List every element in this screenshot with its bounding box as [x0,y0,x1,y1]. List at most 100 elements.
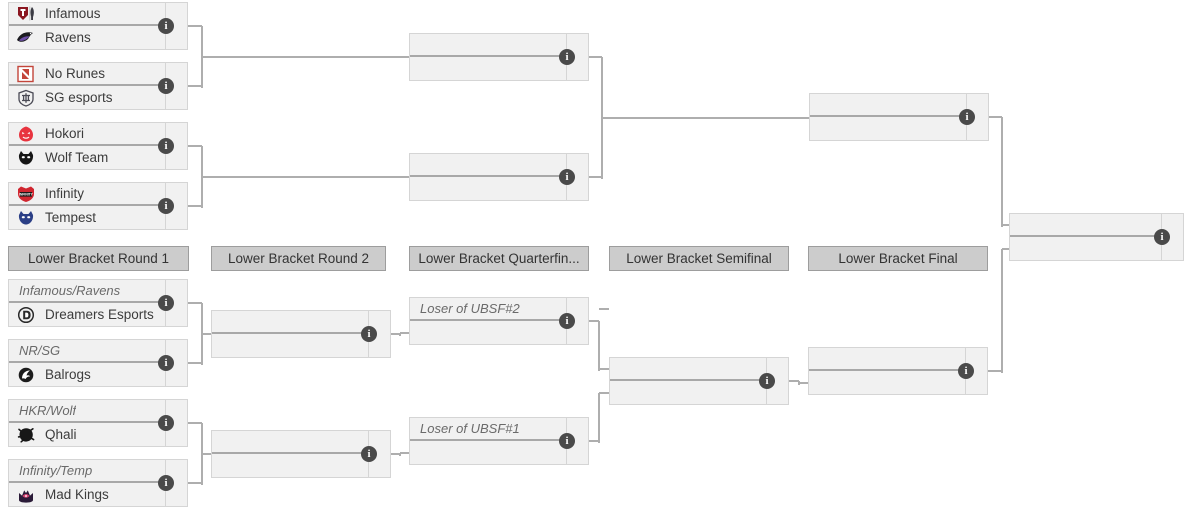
lb-sf-header[interactable]: Lower Bracket Semifinal [609,246,789,271]
match-info-icon[interactable]: i [158,78,174,94]
connector-line [589,320,599,322]
connector-line [789,380,799,382]
match-row-top[interactable]: Loser of UBSF#2 [410,298,566,321]
match-rows: NR/SG Balrogs [9,340,165,386]
wolf-team-logo [15,148,37,168]
match-row-top[interactable] [809,348,965,371]
lb-qf-header[interactable]: Lower Bracket Quarterfin... [409,246,589,271]
match-row-top[interactable]: No Runes [9,63,165,86]
connector-line [589,56,602,58]
match-row-top[interactable] [1010,214,1161,237]
match-info-icon[interactable]: i [559,433,575,449]
match-row-bottom[interactable]: Balrogs [9,363,165,386]
match-info-icon[interactable]: i [361,446,377,462]
match-row-bottom[interactable] [212,334,368,357]
match-row-bottom[interactable] [810,117,966,140]
match-row-bottom[interactable] [410,441,566,464]
match-info-icon[interactable]: i [559,169,575,185]
match-info-icon[interactable]: i [158,198,174,214]
lb-r1-header[interactable]: Lower Bracket Round 1 [8,246,189,271]
lb-f-header[interactable]: Lower Bracket Final [808,246,988,271]
connector-line [399,333,401,336]
match-row-bottom[interactable]: Ravens [9,26,165,49]
match-row-top[interactable] [810,94,966,117]
team-name: Infamous/Ravens [19,283,121,298]
mad-kings-logo [15,485,37,505]
hokori-logo [15,124,37,144]
match-row-bottom[interactable]: Wolf Team [9,146,165,169]
match-row-top[interactable]: Hokori [9,123,165,146]
match-info-icon[interactable]: i [361,326,377,342]
match-info-icon[interactable]: i [559,313,575,329]
match-row-bottom[interactable]: SG esports [9,86,165,109]
connector-line [201,146,203,179]
team-name: Infinity [45,186,85,201]
match-row-bottom[interactable] [212,454,368,477]
connector-line [400,332,409,334]
match-row-top[interactable] [410,34,566,57]
connector-line [589,176,602,178]
match-info-icon[interactable]: i [158,138,174,154]
match-info-icon[interactable]: i [559,49,575,65]
connector-line [188,302,202,304]
match-info-icon[interactable]: i [959,109,975,125]
match-row-bottom[interactable]: Tempest [9,206,165,229]
match-row-top[interactable] [212,431,368,454]
connector-line [589,440,599,442]
connector-line [202,333,211,335]
connector-line [399,453,401,456]
match-row-top[interactable]: NR/SG [9,340,165,363]
match-row-top[interactable] [410,154,566,177]
connector-line [599,308,609,310]
no-runes-logo [15,64,37,84]
team-name: Balrogs [45,367,91,382]
team-name: Loser of UBSF#1 [420,421,520,436]
lb-r2-header[interactable]: Lower Bracket Round 2 [211,246,386,271]
match-info-icon[interactable]: i [158,18,174,34]
match-row-bottom[interactable]: Dreamers Esports [9,303,165,326]
team-name: Tempest [45,210,97,225]
match-rows: Loser of UBSF#2 [410,298,566,344]
team-name: Mad Kings [45,487,109,502]
match-row-bottom[interactable]: Mad Kings [9,483,165,506]
match-row-top[interactable]: Infamous [9,3,165,26]
match-info-icon[interactable]: i [158,355,174,371]
match-row-bottom[interactable] [610,381,766,404]
team-name: Wolf Team [45,150,109,165]
tempest-logo [15,208,37,228]
match-rows: Loser of UBSF#1 [410,418,566,464]
match-row-bottom[interactable]: Qhali [9,423,165,446]
connector-line [188,145,202,147]
match-row-bottom[interactable] [410,321,566,344]
match-rows [410,154,566,200]
match-row-top[interactable] [212,311,368,334]
match-row-top[interactable] [610,358,766,381]
match-row-bottom[interactable] [410,57,566,80]
match-info-icon[interactable]: i [958,363,974,379]
match-info-icon[interactable]: i [158,475,174,491]
match-info-icon[interactable]: i [158,415,174,431]
match-box[interactable] [609,357,789,405]
infinity-logo: INFINITY [15,184,37,204]
match-row-bottom[interactable] [1010,237,1161,260]
match-info-icon[interactable]: i [158,295,174,311]
match-info-icon[interactable]: i [1154,229,1170,245]
match-row-top[interactable]: Infinity/Temp [9,460,165,483]
qhali-logo [15,425,37,445]
match-row-top[interactable]: INFINITY Infinity [9,183,165,206]
connector-line [201,57,203,88]
match-row-bottom[interactable] [410,177,566,200]
connector-line [188,482,202,484]
connector-line [188,362,202,364]
connector-line [202,176,409,178]
match-row-top[interactable]: Infamous/Ravens [9,280,165,303]
connector-line [602,117,809,119]
match-row-top[interactable]: HKR/Wolf [9,400,165,423]
match-row-top[interactable]: Loser of UBSF#1 [410,418,566,441]
match-row-bottom[interactable] [809,371,965,394]
match-info-icon[interactable]: i [759,373,775,389]
balrogs-logo [15,365,37,385]
